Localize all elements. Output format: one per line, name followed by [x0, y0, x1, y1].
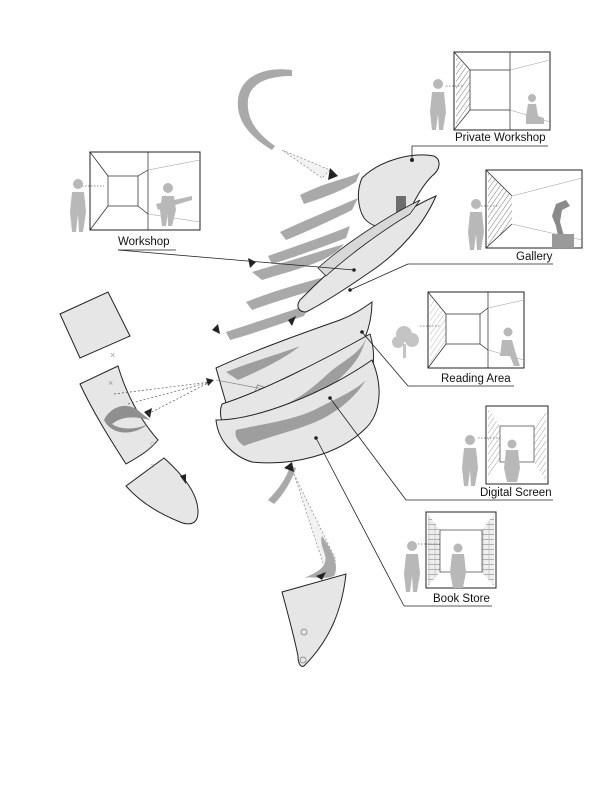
- sight-line: [113, 381, 211, 395]
- tree-icon: [392, 326, 419, 358]
- arrow-marker-icon: [288, 316, 296, 326]
- ribbon-2: [280, 198, 358, 240]
- ribbon-4: [252, 244, 344, 280]
- label-digital-screen: Digital Screen: [480, 487, 552, 499]
- leader-dot: [360, 330, 364, 334]
- seated-person-icon: [526, 94, 544, 124]
- o-marker: ○: [150, 461, 155, 470]
- arrow-marker-icon: [206, 378, 214, 386]
- seated-person-icon: [500, 327, 520, 366]
- leader-dot: [328, 396, 332, 400]
- o-marker: ○: [150, 439, 155, 448]
- arrow-marker-icon: [328, 168, 338, 180]
- person-silhouette-icon: [462, 435, 478, 486]
- arrow-marker-icon: [212, 324, 220, 334]
- label-book-store: Book Store: [433, 593, 490, 605]
- person-silhouette-icon: [70, 179, 86, 232]
- leader-dot: [348, 288, 352, 292]
- person-silhouette-icon: [404, 541, 420, 592]
- person-silhouette-icon: [504, 439, 520, 482]
- workshop-vignette: [82, 151, 201, 231]
- bottom-ribbon: [268, 466, 296, 504]
- bottom-hook-ribbon: [304, 536, 337, 578]
- ribbon-3: [268, 226, 350, 264]
- person-silhouette-icon: [430, 79, 446, 130]
- sculpture-icon: [552, 200, 574, 248]
- leader-dot: [352, 268, 356, 272]
- arrow-marker-icon: [144, 408, 152, 418]
- bottom-panel: [281, 573, 347, 667]
- person-silhouette-icon: [450, 543, 466, 588]
- ribbon-1: [300, 172, 360, 204]
- leader-dot: [314, 436, 318, 440]
- arrow-marker-icon: [248, 258, 256, 268]
- panel-marker: [299, 656, 307, 664]
- hook-sight-cone: [281, 149, 331, 179]
- ribbon-6: [226, 304, 310, 340]
- ribbon-5: [246, 274, 336, 310]
- reading-ribbon: [226, 346, 300, 380]
- x-marker: ×: [110, 350, 115, 360]
- private-workshop-pod: [357, 154, 440, 230]
- label-workshop: Workshop: [118, 236, 170, 248]
- label-gallery: Gallery: [516, 251, 553, 263]
- arrow-marker-icon: [180, 474, 186, 484]
- leader-lines: [117, 145, 553, 607]
- arrow-marker-icon: [284, 462, 294, 472]
- person-silhouette-icon: [468, 199, 484, 250]
- panel-marker: [300, 628, 308, 636]
- x-marker: ×: [108, 378, 113, 388]
- gallery-vignette: [478, 169, 583, 249]
- sight-line: [147, 381, 211, 415]
- guitar-player-icon: [156, 183, 192, 226]
- arrow-marker-icon: [316, 572, 326, 580]
- sight-line: [127, 381, 211, 405]
- gallery-blade-back: [317, 199, 421, 277]
- left-panel-ribbon: [104, 405, 150, 433]
- left-panel-bottom: [125, 457, 199, 525]
- label-private-workshop: Private Workshop: [455, 132, 546, 144]
- book-store-ribbon: [235, 380, 366, 446]
- hook-ribbon: [237, 69, 292, 150]
- label-reading-area: Reading Area: [441, 373, 511, 385]
- left-panel-top: [59, 291, 131, 359]
